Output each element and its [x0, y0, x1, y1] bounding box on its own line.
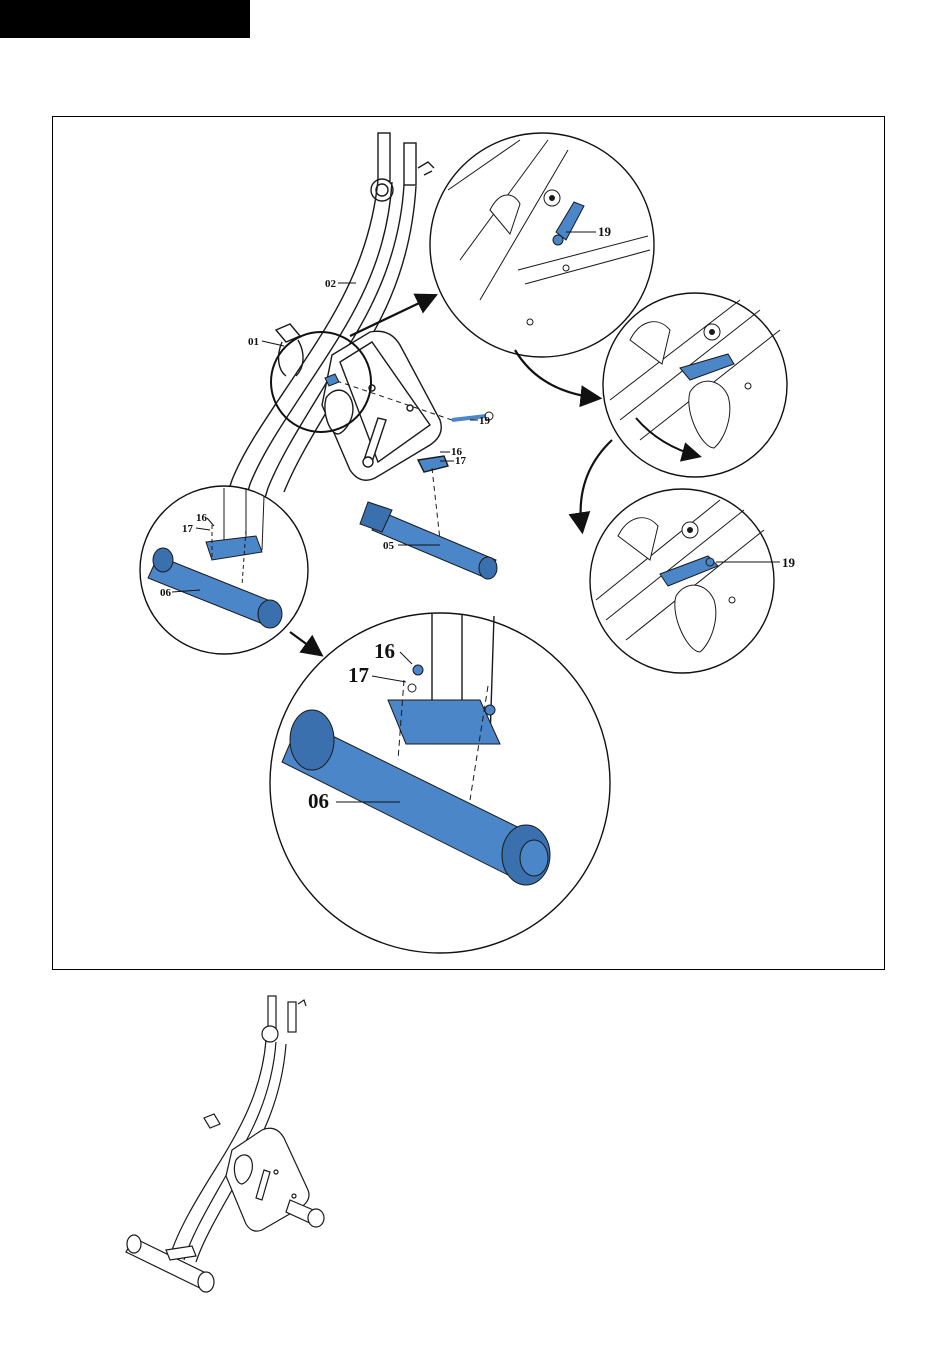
- label-02: 02: [325, 278, 337, 290]
- detail-circle-middle: [603, 293, 787, 477]
- label-06-zoom: 06: [308, 789, 329, 813]
- detail-circle-stabilizer: [140, 486, 308, 654]
- label-19-main: 19: [479, 415, 491, 427]
- label-17-circle: 17: [182, 523, 194, 535]
- assembled-bike: [126, 996, 324, 1292]
- label-05: 05: [383, 540, 395, 552]
- label-17-zoom: 17: [348, 663, 369, 687]
- label-19-top: 19: [598, 224, 612, 239]
- label-16-circle: 16: [196, 512, 208, 524]
- stabilizer-05: [360, 502, 497, 579]
- label-17-main: 17: [455, 455, 467, 467]
- label-16-zoom: 16: [374, 639, 395, 663]
- label-01: 01: [248, 336, 259, 348]
- zoom-circle-large: [270, 613, 610, 953]
- label-06-circle: 06: [160, 587, 172, 599]
- detail-circle-bottom: [590, 489, 780, 673]
- label-19-bottom: 19: [782, 555, 796, 570]
- detail-circle-top: [430, 133, 654, 357]
